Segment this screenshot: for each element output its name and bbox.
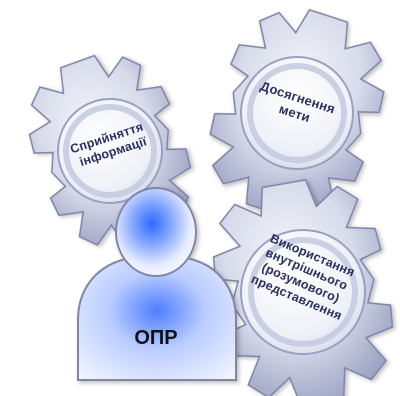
person-opr xyxy=(77,187,237,381)
person-head xyxy=(115,187,197,277)
gear-goal xyxy=(209,8,385,218)
person-label: ОПР xyxy=(134,327,177,349)
gear-internal-representation xyxy=(212,179,394,396)
gear-hub xyxy=(240,229,366,355)
gear-hub xyxy=(240,56,354,170)
